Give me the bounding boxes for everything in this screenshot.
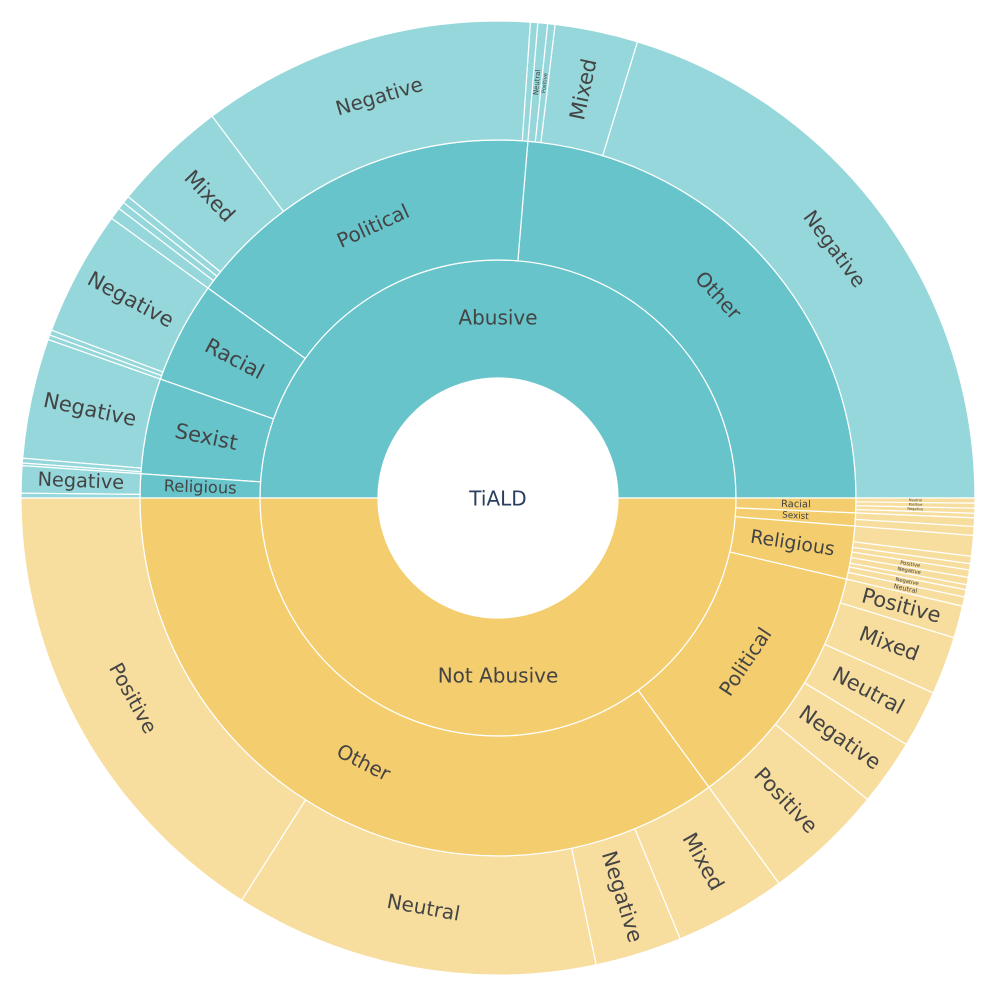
- sunburst-segment-abusive-0-religious-4-negative-0[interactable]: [20, 465, 142, 496]
- segment-label-not-abusive-1-religious-2-negative-3: Negative: [897, 566, 921, 576]
- sunburst-segment-not-abusive-1-other-0-neutral-1[interactable]: [240, 799, 597, 976]
- sunburst-segment-not-abusive-1-other-0-mixed-3[interactable]: [634, 786, 780, 940]
- sunburst-segment-abusive-0-other-0-negative-0[interactable]: [601, 41, 976, 499]
- sunburst-segment-not-abusive-1-political-1-mixed-3[interactable]: [823, 602, 955, 694]
- sunburst-segment-abusive-0-religious-4-unlabeled-1[interactable]: [20, 492, 141, 499]
- segment-label-not-abusive-1-racial-4-neutral-3: Neutral: [909, 498, 922, 502]
- segment-label-abusive-0-other-0-positive-2: Positive: [541, 73, 549, 94]
- sunburst-segment-not-abusive-1-political-1-negative-1[interactable]: [774, 682, 908, 801]
- sunburst-segment-abusive-0-political-1-mixed-2[interactable]: [127, 115, 285, 273]
- segment-label-abusive-0-other-0-neutral-3: Neutral: [532, 69, 542, 95]
- segment-label-not-abusive-1-racial-4-positive-2: Positive: [909, 503, 923, 507]
- segment-label-not-abusive-1-racial-4: Racial: [781, 499, 811, 511]
- sunburst-segment-abusive-0-other-0-neutral-3[interactable]: [527, 22, 549, 143]
- segment-label-not-abusive-1-religious-2-positive-4: Positive: [900, 560, 921, 569]
- sunburst-segment-not-abusive-1-racial-4-neutral-3[interactable]: [855, 497, 976, 504]
- segment-label-abusive-0-religious-4-negative-0: Negative: [37, 468, 124, 494]
- sunburst-segment-not-abusive-1-other-0-negative-2[interactable]: [570, 828, 682, 966]
- segment-label-not-abusive-1-racial-4-negative-1: Negative: [907, 507, 923, 511]
- segment-label-abusive-0: Abusive: [458, 306, 537, 330]
- segment-label-abusive-0-religious-4: Religious: [164, 476, 237, 497]
- sunburst-segment-abusive-0-racial-2-negative-0[interactable]: [50, 217, 209, 373]
- sunburst-segment-abusive-0-political-1-negative-1[interactable]: [211, 20, 531, 213]
- center-root-label[interactable]: TiALD: [468, 487, 526, 511]
- sunburst-segment-not-abusive-1-political-1-positive-4[interactable]: [839, 578, 964, 639]
- sunburst-segment-not-abusive-1-political-1-positive-0[interactable]: [708, 723, 869, 885]
- segment-label-not-abusive-1-sexist-3: Sexist: [782, 511, 810, 523]
- sunburst-segment-abusive-0-political-1-unlabeled-5[interactable]: [110, 207, 215, 289]
- segment-label-not-abusive-1-religious-2-negative-1: Negative: [895, 577, 919, 588]
- sunburst-segment-not-abusive-1-political-1-neutral-2[interactable]: [803, 643, 935, 746]
- sunburst-segments: [20, 20, 976, 976]
- sunburst-segment-not-abusive-1-other-0-positive-0[interactable]: [20, 497, 307, 902]
- sunburst-segment-abusive-0-other-0-mixed-1[interactable]: [540, 23, 639, 157]
- segment-label-not-abusive-1: Not Abusive: [438, 664, 559, 688]
- sunburst-segment-abusive-0-sexist-3-negative-0[interactable]: [22, 338, 162, 469]
